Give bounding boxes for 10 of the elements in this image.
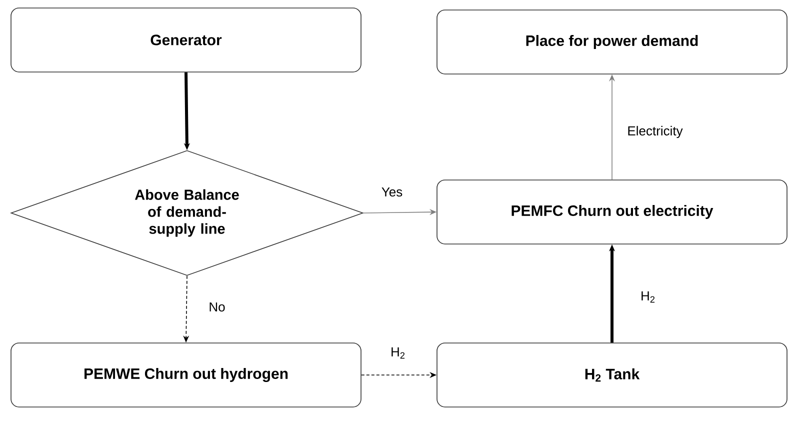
edge-label: Electricity — [626, 124, 684, 140]
process-box: Generator — [10, 8, 362, 72]
edge-label: No — [208, 301, 226, 313]
process-box: PEMWE Churn out hydrogen — [10, 342, 362, 408]
process-box: PEMFC Churn out electricity — [436, 180, 788, 244]
edge-label: Yes — [380, 186, 404, 198]
process-box: Place for power demand — [436, 10, 788, 74]
edge-label: H$_{2}$ — [390, 346, 406, 360]
process-box: H$_{2}$ Tank — [436, 342, 788, 408]
edge-label: H$_{2}$ — [640, 290, 656, 304]
